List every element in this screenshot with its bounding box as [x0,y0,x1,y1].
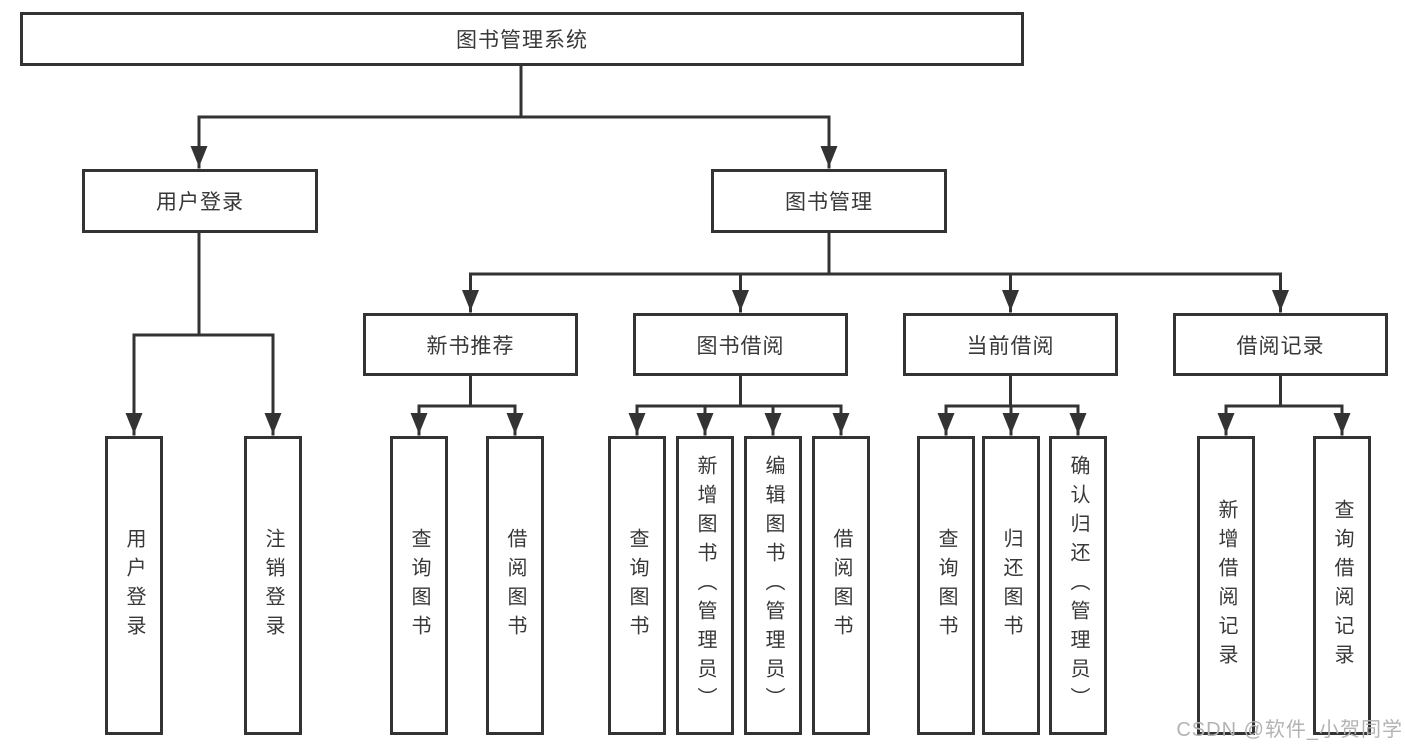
node-user-login: 用户登录 [82,169,318,233]
leaf-logout: 注销登录 [244,436,302,735]
leaf-return-books: 归还图书 [982,436,1040,735]
leaf-logout-label: 注销登录 [262,527,284,644]
leaf-query-books-borrow-label: 查询图书 [626,527,648,644]
leaf-query-books-recommend: 查询图书 [390,436,448,735]
leaf-return-books-label: 归还图书 [1000,527,1022,644]
leaf-query-books-current-label: 查询图书 [935,527,957,644]
node-book-management: 图书管理 [711,169,947,233]
node-new-book-recommend: 新书推荐 [363,313,578,376]
leaf-add-book-admin: 新增图书（管理员） [676,436,734,735]
leaf-add-borrow-record-label: 新增借阅记录 [1215,498,1237,673]
leaf-edit-book-admin-label: 编辑图书（管理员） [762,455,784,716]
leaf-borrow-books-label: 借阅图书 [830,527,852,644]
leaf-user-login-label: 用户登录 [123,527,145,644]
node-current-borrow: 当前借阅 [903,313,1118,376]
node-book-borrow: 图书借阅 [633,313,848,376]
leaf-add-borrow-record: 新增借阅记录 [1197,436,1255,735]
leaf-borrow-books-recommend: 借阅图书 [486,436,544,735]
leaf-query-books-recommend-label: 查询图书 [408,527,430,644]
leaf-query-books-current: 查询图书 [917,436,975,735]
leaf-query-borrow-record-label: 查询借阅记录 [1331,498,1353,673]
leaf-borrow-books-recommend-label: 借阅图书 [504,527,526,644]
leaf-query-books-borrow: 查询图书 [608,436,666,735]
leaf-query-borrow-record: 查询借阅记录 [1313,436,1371,735]
leaf-confirm-return-admin-label: 确认归还（管理员） [1067,455,1089,716]
leaf-edit-book-admin: 编辑图书（管理员） [744,436,802,735]
node-borrow-records: 借阅记录 [1173,313,1388,376]
leaf-borrow-books: 借阅图书 [812,436,870,735]
node-library-management-system: 图书管理系统 [20,12,1024,66]
leaf-user-login: 用户登录 [105,436,163,735]
leaf-add-book-admin-label: 新增图书（管理员） [694,455,716,716]
watermark-text: CSDN @软件_小贺同学 [1176,719,1403,741]
leaf-confirm-return-admin: 确认归还（管理员） [1049,436,1107,735]
